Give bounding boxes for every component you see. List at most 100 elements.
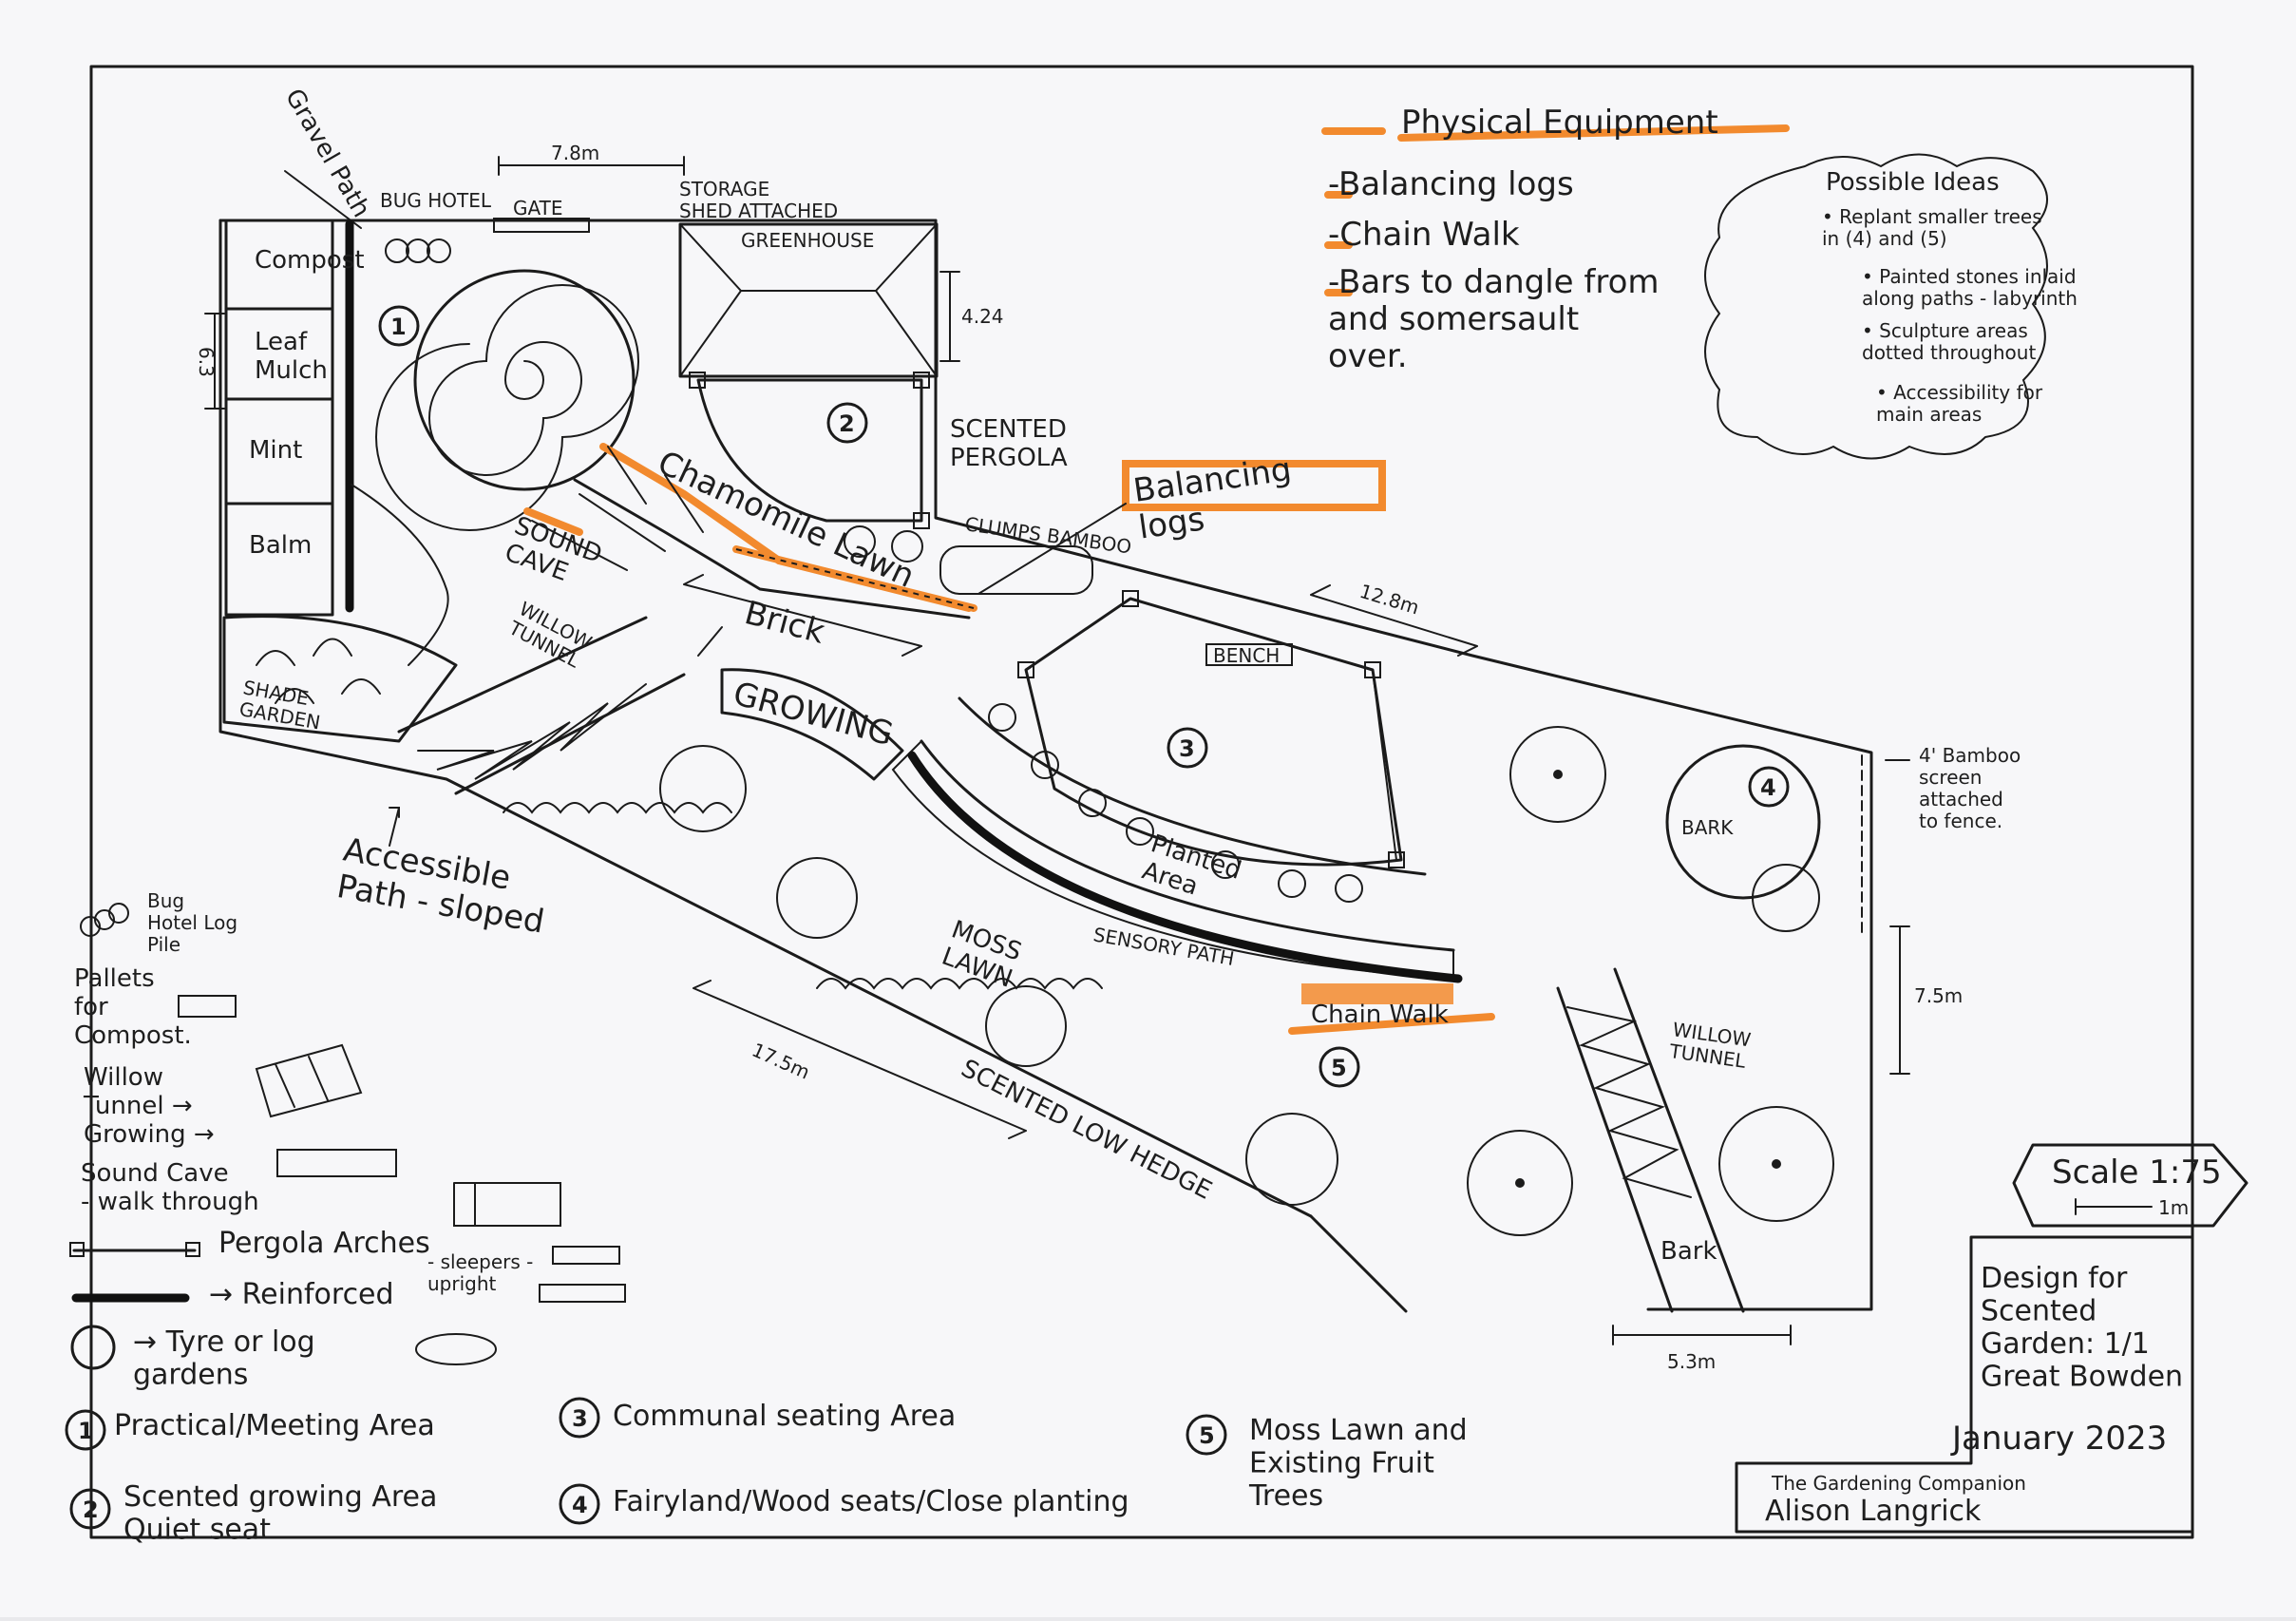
zone-key-5-num: 5	[1199, 1422, 1215, 1449]
dimension-left: 6.3	[195, 313, 225, 410]
legend-bug-hotel-text-line-3: Pile	[147, 933, 180, 956]
storage-shed-text-line-2: SHED ATTACHED	[679, 200, 838, 222]
zone-key-5-lines: Moss Lawn and	[1249, 1414, 1468, 1447]
legend-sound-cave: Sound Cave- walk through	[81, 1159, 259, 1216]
bark-path-label: Bark	[1660, 1237, 1717, 1266]
legend-pergola: Pergola Arches	[218, 1227, 430, 1260]
zone-key-4-num: 4	[572, 1492, 588, 1518]
legend-pallets-text: Pallets	[74, 964, 155, 993]
ideas-item-4-text-line-2: main areas	[1876, 403, 1982, 426]
title-lines-line-3: Garden: 1/1	[1981, 1327, 2150, 1361]
leaf-mulch-text-line-2: Mulch	[255, 356, 328, 385]
legend-sound-cave-text: Sound Cave	[81, 1159, 229, 1188]
bamboo-screen-text-line-2: screen	[1919, 766, 1982, 789]
gate: GATE	[493, 197, 590, 233]
dimension-base: 5.3m	[1612, 1325, 1792, 1373]
legend-tyre-text: → Tyre or log	[133, 1325, 315, 1359]
shade-garden: SHADEGARDEN	[222, 615, 458, 743]
legend-pallets-text-line-2: for	[74, 993, 108, 1021]
equipment-title: Physical Equipment	[1401, 104, 1718, 142]
dimension-right: 7.5m	[1889, 925, 1963, 1075]
communal-area: BENCH	[1017, 590, 1405, 868]
scale-label: Scale 1:75	[2052, 1154, 2222, 1192]
bamboo-screen-text-line-3: attached	[1919, 788, 2003, 810]
title-lines-line-2: Scented	[1981, 1295, 2097, 1328]
zone-key-3-text: Communal seating Area	[613, 1400, 956, 1433]
legend-willow-text-line-3: Growing →	[84, 1120, 215, 1149]
legend-sleepers-text-line-2: upright	[427, 1272, 497, 1295]
bamboo-screen-text: 4' Bamboo	[1919, 744, 2021, 767]
zone-markers: 1 2 3 4 5	[378, 305, 1790, 1088]
title-lines-line-4: Great Bowden	[1981, 1361, 2183, 1394]
legend-sound-cave-text-line-2: - walk through	[81, 1188, 259, 1216]
equipment-item-3-text: -Bars to dangle from	[1328, 263, 1660, 301]
balancing-logs-text-line-2: logs	[1136, 500, 1206, 546]
legend-willow-text-line-2: Tunnel →	[83, 1092, 193, 1120]
bug-hotel: BUG HOTEL	[380, 189, 492, 263]
zone-5-marker: 5	[1331, 1055, 1347, 1081]
title-designer: Alison Langrick	[1765, 1495, 1982, 1528]
zone-4-marker: 4	[1760, 774, 1776, 801]
dimension-right-label: 7.5m	[1914, 984, 1963, 1007]
gate-label: GATE	[513, 197, 562, 219]
legend-pallets-text-line-3: Compost.	[74, 1021, 192, 1050]
leaf-mulch-text: Leaf	[255, 328, 308, 356]
scale-box: Scale 1:75 1m	[2012, 1143, 2249, 1228]
dimension-base-label: 5.3m	[1667, 1350, 1716, 1373]
ideas-item-1-text-line-2: in (4) and (5)	[1822, 227, 1947, 250]
zone-key-2-num: 2	[83, 1497, 99, 1523]
zone-key-5-lines-line-3: Trees	[1248, 1479, 1323, 1513]
equipment-item-2: -Chain Walk	[1328, 216, 1520, 254]
mint-label: Mint	[249, 436, 302, 465]
ideas-title: Possible Ideas	[1826, 168, 2000, 197]
equipment-item-1: -Balancing logs	[1328, 165, 1574, 203]
ideas-item-4-text: • Accessibility for	[1876, 381, 2043, 404]
dimension-greenhouse-label: 4.24	[961, 305, 1004, 328]
ideas-item-1-text: • Replant smaller trees	[1822, 205, 2042, 228]
equipment-item-3-text-line-3: over.	[1328, 337, 1408, 375]
bark-area-label: BARK	[1681, 816, 1734, 839]
title-date: January 2023	[1950, 1420, 2167, 1458]
dimension-top-label: 7.8m	[551, 142, 599, 164]
zone-2-marker: 2	[839, 410, 855, 437]
legend-sleepers: - sleepers -upright	[427, 1250, 533, 1295]
bug-hotel-label: BUG HOTEL	[380, 189, 492, 212]
dimension-greenhouse: 4.24	[939, 271, 1004, 362]
legend-sleepers-text: - sleepers -	[427, 1250, 533, 1273]
zone-key-1-text: Practical/Meeting Area	[114, 1409, 435, 1442]
zone-3-marker: 3	[1179, 735, 1195, 762]
fruit-trees	[659, 726, 1834, 1236]
storage-shed-text: STORAGE	[679, 178, 769, 200]
greenhouse: GREENHOUSE	[678, 222, 939, 378]
zone-key-2-lines: Scented growing Area	[123, 1480, 437, 1514]
legend-willow-text: Willow	[84, 1063, 163, 1092]
zone-key-1-num: 1	[78, 1418, 94, 1444]
compost-label: Compost	[255, 246, 365, 275]
title-company: The Gardening Companion	[1771, 1472, 2026, 1495]
bench-label: BENCH	[1213, 644, 1280, 667]
bamboo-screen-text-line-4: to fence.	[1919, 810, 2002, 832]
zone-1-marker: 1	[390, 314, 407, 340]
ideas-item-2-text-line-2: along paths - labyrinth	[1862, 287, 2078, 310]
zone-key-5-lines-line-2: Existing Fruit	[1249, 1447, 1434, 1480]
title-lines: Design for	[1981, 1262, 2128, 1295]
ideas-item-2-text: • Painted stones inlaid	[1862, 265, 2077, 288]
equipment-item-3-text-line-2: and somersault	[1328, 300, 1579, 338]
site-boundary	[218, 219, 1873, 1313]
scented-pergola-text: SCENTED	[950, 415, 1067, 444]
dimension-left-label: 6.3	[195, 347, 218, 377]
